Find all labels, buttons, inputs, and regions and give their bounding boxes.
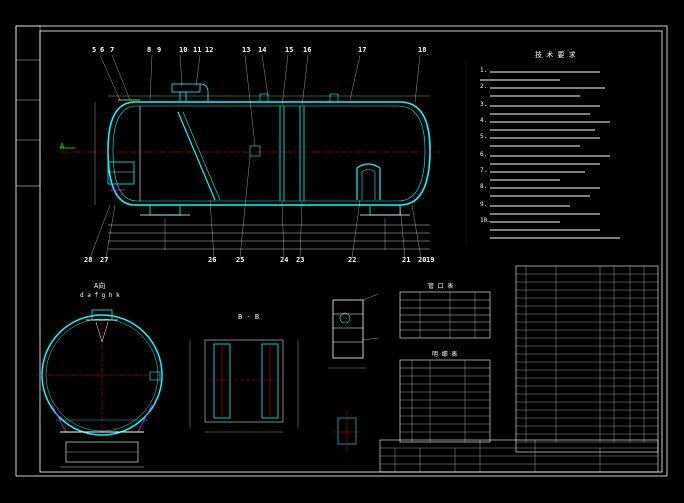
main-vessel-view — [60, 54, 440, 259]
callout-top-10: 10 — [179, 46, 188, 54]
note-item: 2. — [480, 83, 488, 90]
bom-table — [515, 265, 659, 453]
parts-table-title: 明 细 表 — [432, 351, 458, 358]
note-item: 10. — [480, 217, 491, 224]
callout-top-6: 6 — [100, 46, 105, 54]
callout-top-15: 15 — [285, 46, 294, 54]
outer-frame — [15, 25, 668, 477]
nozzle-table-title: 管 口 表 — [428, 283, 454, 290]
callout-bottom-26: 26 — [208, 256, 217, 264]
callout-top-14: 14 — [258, 46, 267, 54]
callout-top-12: 12 — [205, 46, 214, 54]
detail-view — [328, 293, 379, 452]
parts-list-table — [399, 359, 491, 443]
callout-bottom-27: 27 — [100, 256, 109, 264]
callout-top-11: 11 — [193, 46, 202, 54]
callout-bottom-28: 28 — [84, 256, 93, 264]
callout-top-17: 17 — [358, 46, 367, 54]
callout-top-8: 8 — [147, 46, 152, 54]
section-mark-a: A — [60, 142, 65, 150]
end-view-subtitle: d a f g h k — [80, 292, 120, 299]
callout-top-7: 7 — [110, 46, 115, 54]
technical-notes-block — [465, 60, 620, 245]
section-b-title: B - B — [238, 313, 260, 321]
title-block — [379, 439, 659, 473]
note-item: 6. — [480, 151, 488, 158]
note-item: 5. — [480, 133, 488, 140]
section-b-view — [189, 339, 299, 433]
callout-bottom-22: 22 — [348, 256, 357, 264]
callout-bottom-21: 21 — [402, 256, 411, 264]
end-view-title: A向 — [94, 282, 106, 290]
note-item: 9. — [480, 201, 488, 208]
callout-top-5: 5 — [92, 46, 97, 54]
note-item: 7. — [480, 167, 488, 174]
callout-top-9: 9 — [157, 46, 162, 54]
inner-frame — [39, 30, 663, 473]
callout-bottom-24: 24 — [280, 256, 289, 264]
end-view — [36, 308, 168, 468]
callout-bottom-19: 19 — [426, 256, 435, 264]
callout-top-18: 18 — [418, 46, 427, 54]
callout-top-13: 13 — [242, 46, 251, 54]
note-item: 3. — [480, 101, 488, 108]
note-item: 4. — [480, 117, 488, 124]
callout-bottom-23: 23 — [296, 256, 305, 264]
callout-top-16: 16 — [303, 46, 312, 54]
nozzle-table — [399, 291, 491, 339]
notes-title: 技 术 要 求 — [535, 51, 576, 59]
callout-bottom-20: 20 — [418, 256, 427, 264]
note-item: 8. — [480, 183, 488, 190]
note-item: 1. — [480, 67, 488, 74]
callout-bottom-25: 25 — [236, 256, 245, 264]
